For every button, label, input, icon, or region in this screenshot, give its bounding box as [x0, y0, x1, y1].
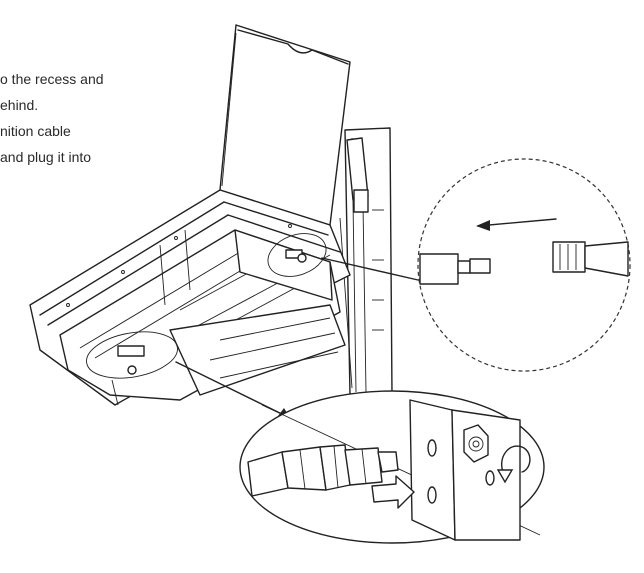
nut-detail-callout — [239, 390, 545, 544]
raised-lid — [219, 24, 351, 226]
insert-arrow-icon — [371, 475, 415, 509]
leader-line-lower — [175, 361, 291, 419]
cable-connector — [247, 444, 399, 497]
rotate-arrow-icon — [496, 445, 531, 484]
igniter-terminal — [419, 253, 491, 285]
direction-arrow — [477, 218, 557, 227]
instruction-line: o the recess and — [0, 71, 104, 87]
right-frame — [339, 127, 393, 396]
igniter-part — [285, 249, 307, 263]
grill-body — [29, 189, 351, 406]
leader-line-upper — [321, 257, 419, 281]
igniter-detail-callout — [417, 158, 631, 372]
instruction-line: nition cable — [0, 123, 71, 139]
ignition-cable-plug — [552, 241, 629, 277]
hex-nut — [463, 424, 489, 463]
instruction-text: o the recess and ehind. nition cable and… — [0, 66, 140, 170]
cable-location-highlight — [86, 331, 178, 379]
instruction-line: ehind. — [0, 97, 39, 113]
cable-part — [117, 345, 145, 375]
instruction-line: and plug it into — [0, 149, 92, 165]
igniter-location-highlight — [267, 233, 327, 277]
